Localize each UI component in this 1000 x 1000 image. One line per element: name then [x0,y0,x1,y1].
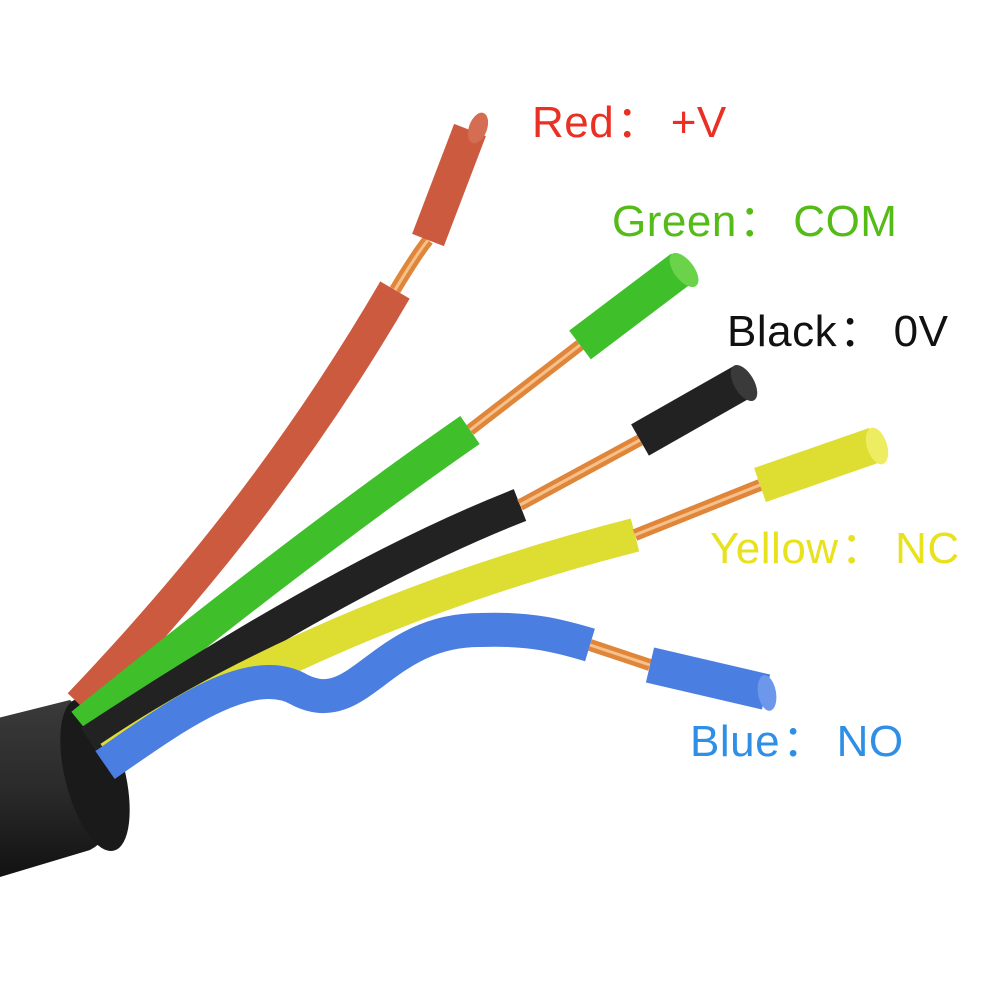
blue-wire-tip [645,647,771,710]
label-yellow-color: Yellow [710,524,839,573]
red-wire-tip [412,123,486,247]
label-blue: Blue：NO [690,720,904,764]
label-black-separator: ： [839,307,884,356]
green-wire-insulation [71,416,480,739]
label-yellow: Yellow：NC [710,527,960,571]
label-blue-separator: ： [782,717,827,766]
label-yellow-separator: ： [840,524,886,573]
label-red-separator: ： [616,98,661,147]
red-wire [67,112,489,717]
label-blue-function: NO [836,717,904,766]
blue-wire [95,612,777,779]
black-wire-insulation [80,489,527,757]
label-green-function: COM [793,197,898,246]
label-black-color: Black [727,307,838,356]
black-wire-tip [631,366,751,456]
label-black: Black：0V [727,310,948,354]
label-red-color: Red [532,98,615,147]
green-wire-tip [569,253,693,360]
red-wire-insulation [67,281,410,717]
label-black-function: 0V [893,307,949,356]
yellow-wire-tip [754,427,881,503]
label-yellow-function: NC [895,524,960,573]
black-wire [80,364,758,757]
blue-wire-insulation [95,612,595,779]
label-green-separator: ： [738,197,784,246]
green-wire [71,252,699,739]
label-red-function: +V [670,98,727,147]
label-green-color: Green [612,197,737,246]
label-green: Green：COM [612,200,897,244]
label-blue-color: Blue [690,717,781,766]
label-red: Red：+V [532,101,727,145]
